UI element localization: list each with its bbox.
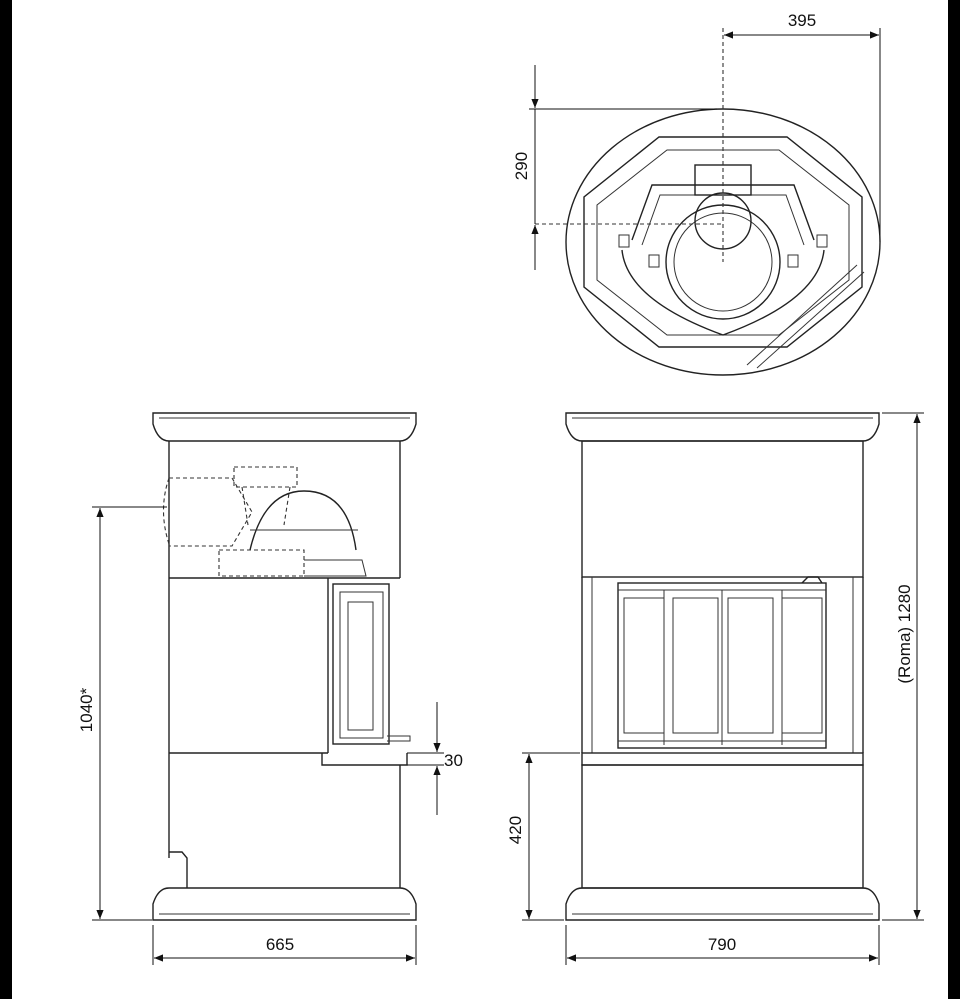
dim-label-front-width: 790 [708,935,736,954]
side-view [152,412,417,921]
top-view [535,28,881,376]
dim-top-depth: 290 [512,65,717,270]
dim-front-base: 420 [506,752,580,921]
technical-drawing: 395 290 [77,11,924,965]
dim-label-top-depth: 290 [512,152,531,180]
dim-top-width: 395 [724,11,881,242]
dim-label-side-height: 1040* [77,687,96,732]
dim-label-front-height: (Roma) 1280 [895,584,914,683]
dim-label-top-width: 395 [788,11,816,30]
dim-front-height: (Roma) 1280 [882,412,924,921]
dim-front-width: 790 [565,925,880,965]
dim-label-side-width: 665 [266,935,294,954]
front-view [565,412,880,921]
dim-side-height: 1040* [77,506,167,921]
dim-label-ledge: 30 [444,751,463,770]
dim-side-width: 665 [152,925,417,965]
dim-label-front-base: 420 [506,816,525,844]
dim-ledge: 30 [407,702,463,815]
drawing-sheet: 395 290 [12,0,948,999]
